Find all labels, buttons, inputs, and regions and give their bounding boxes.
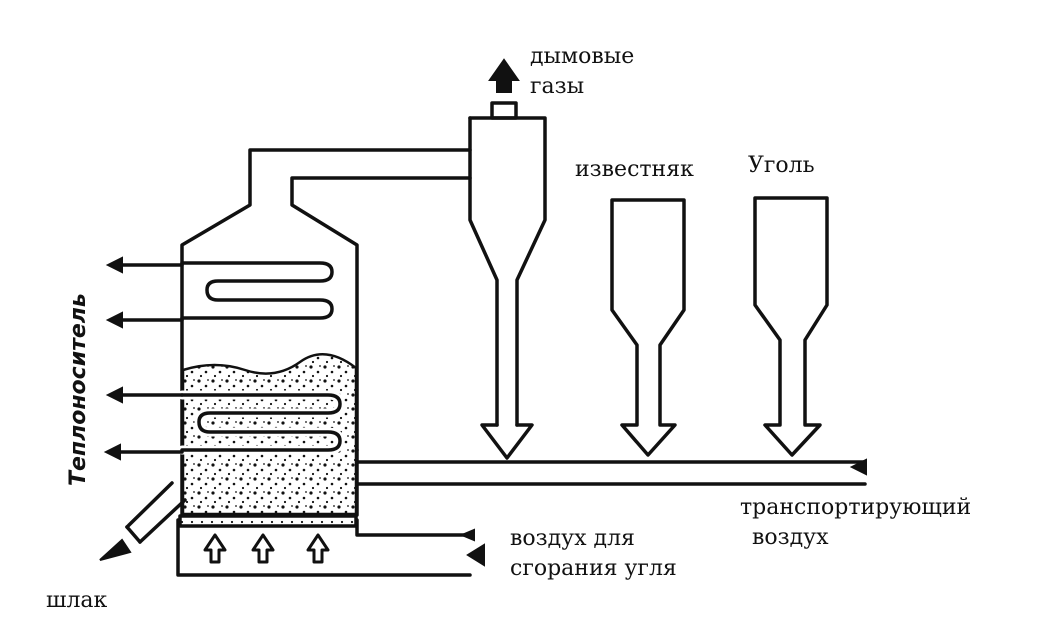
coal-label: Уголь [748,153,815,178]
transport-air-pipe [355,460,867,486]
combustion-air-arrow [466,543,485,567]
combustion-air-label-line1: воздух для [510,526,635,551]
limestone-label: известняк [575,157,694,182]
slag-arrow [99,538,132,561]
flow-arrows [99,58,867,567]
transport-air-label-line2: воздух [752,525,829,550]
combustion-air-label-line2: сгорания угля [510,556,677,581]
heat-carrier-arrows [116,263,184,454]
heat-carrier-label: Теплоноситель [66,293,91,486]
transport-air-label-line1: транспортирующий [740,495,972,520]
upper-heat-coil [180,261,334,320]
flue-gas-arrow [488,58,520,93]
flue-gas-label-line2: газы [530,74,585,99]
air-up-arrows [203,533,330,564]
limestone-hopper [610,198,686,457]
air-distribution-plenum [176,514,472,577]
transport-air-arrow [849,458,867,476]
cyclone-separator [468,101,547,460]
slag-label: шлак [46,588,108,613]
coal-hopper [753,196,829,457]
flue-gas-label-line1: дымовые [530,44,635,69]
slag-outlet [125,481,187,544]
